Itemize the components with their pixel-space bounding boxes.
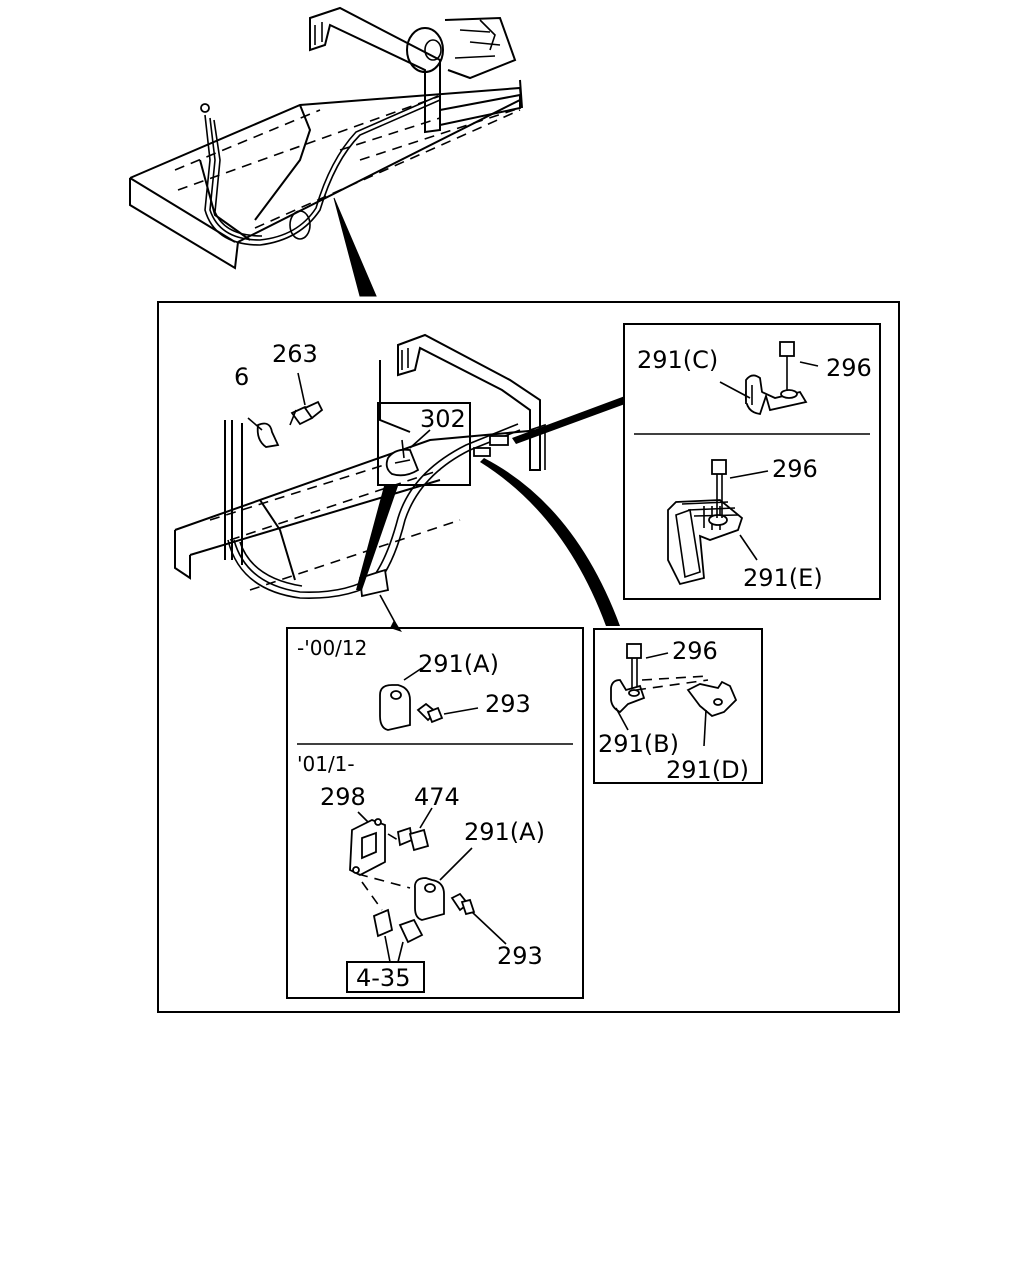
- label-date-old: -'00/12: [297, 636, 367, 660]
- detail-frame: [157, 301, 900, 1013]
- label-6: 6: [234, 363, 249, 391]
- label-263: 263: [272, 340, 318, 368]
- label-291c: 291(C): [637, 346, 718, 374]
- label-291b: 291(B): [598, 730, 679, 758]
- label-293-old: 293: [485, 690, 531, 718]
- label-302: 302: [420, 405, 466, 433]
- box-bd-pointer: [480, 458, 620, 626]
- label-296-c: 296: [826, 354, 872, 382]
- box-291-a: [286, 627, 584, 999]
- box-ce-pointer: [512, 396, 625, 444]
- chassis-overview: [129, 6, 523, 270]
- label-date-new: '01/1-: [297, 752, 355, 776]
- label-293-new: 293: [497, 942, 543, 970]
- inset-302-pointer: [356, 486, 398, 590]
- label-298: 298: [320, 783, 366, 811]
- label-474: 474: [414, 783, 460, 811]
- label-296-b: 296: [672, 637, 718, 665]
- label-291e: 291(E): [743, 564, 823, 592]
- label-291d: 291(D): [666, 756, 749, 784]
- label-291a-new: 291(A): [464, 818, 545, 846]
- label-ref-4-35: 4-35: [356, 964, 410, 992]
- chassis-detail: [174, 333, 546, 599]
- label-296-e: 296: [772, 455, 818, 483]
- box-291-b-d: [593, 628, 763, 784]
- box-291-c-e: [623, 323, 881, 600]
- inset-302: [377, 402, 471, 486]
- detail-pointer: [333, 197, 377, 297]
- label-291a-old: 291(A): [418, 650, 499, 678]
